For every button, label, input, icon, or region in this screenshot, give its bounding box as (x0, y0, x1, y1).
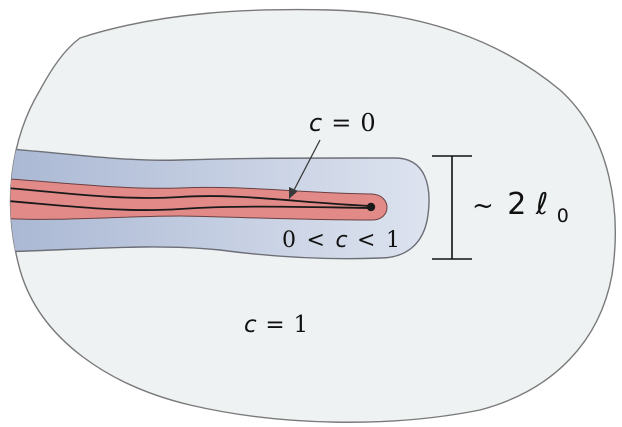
label-intact-val: 1 (293, 312, 308, 338)
label-width-sub: 0 (557, 205, 569, 227)
label-crack-var: c (309, 109, 322, 137)
label-crack-val: 0 (360, 109, 375, 137)
label-crack-eq: = (331, 109, 351, 137)
crack-pointer-arrowhead (289, 187, 298, 199)
label-transition-lt1: < (307, 228, 325, 253)
label-transition: 0 < c < 1 (282, 227, 400, 253)
label-transition-lo: 0 (282, 228, 296, 253)
crack-line-upper (10, 186, 373, 207)
crack-tip-dot (366, 202, 376, 212)
label-intact-c1: c = 1 (244, 312, 308, 338)
crack-line-lower (10, 199, 373, 211)
label-crack-c0: c = 0 (309, 109, 376, 137)
label-width-coef: 2 (507, 187, 526, 222)
label-intact-var: c (244, 312, 257, 338)
label-width-tilde: ~ (472, 191, 494, 221)
label-transition-var: c (335, 228, 347, 253)
crack-core-zone (10, 177, 388, 221)
label-transition-lt2: < (357, 228, 375, 253)
label-transition-hi: 1 (386, 228, 400, 253)
label-intact-eq: = (265, 312, 284, 338)
crack-pointer-arrow (292, 139, 321, 193)
label-width: ~ 2 ℓ 0 (472, 187, 569, 227)
label-width-symbol: ℓ (535, 187, 548, 222)
